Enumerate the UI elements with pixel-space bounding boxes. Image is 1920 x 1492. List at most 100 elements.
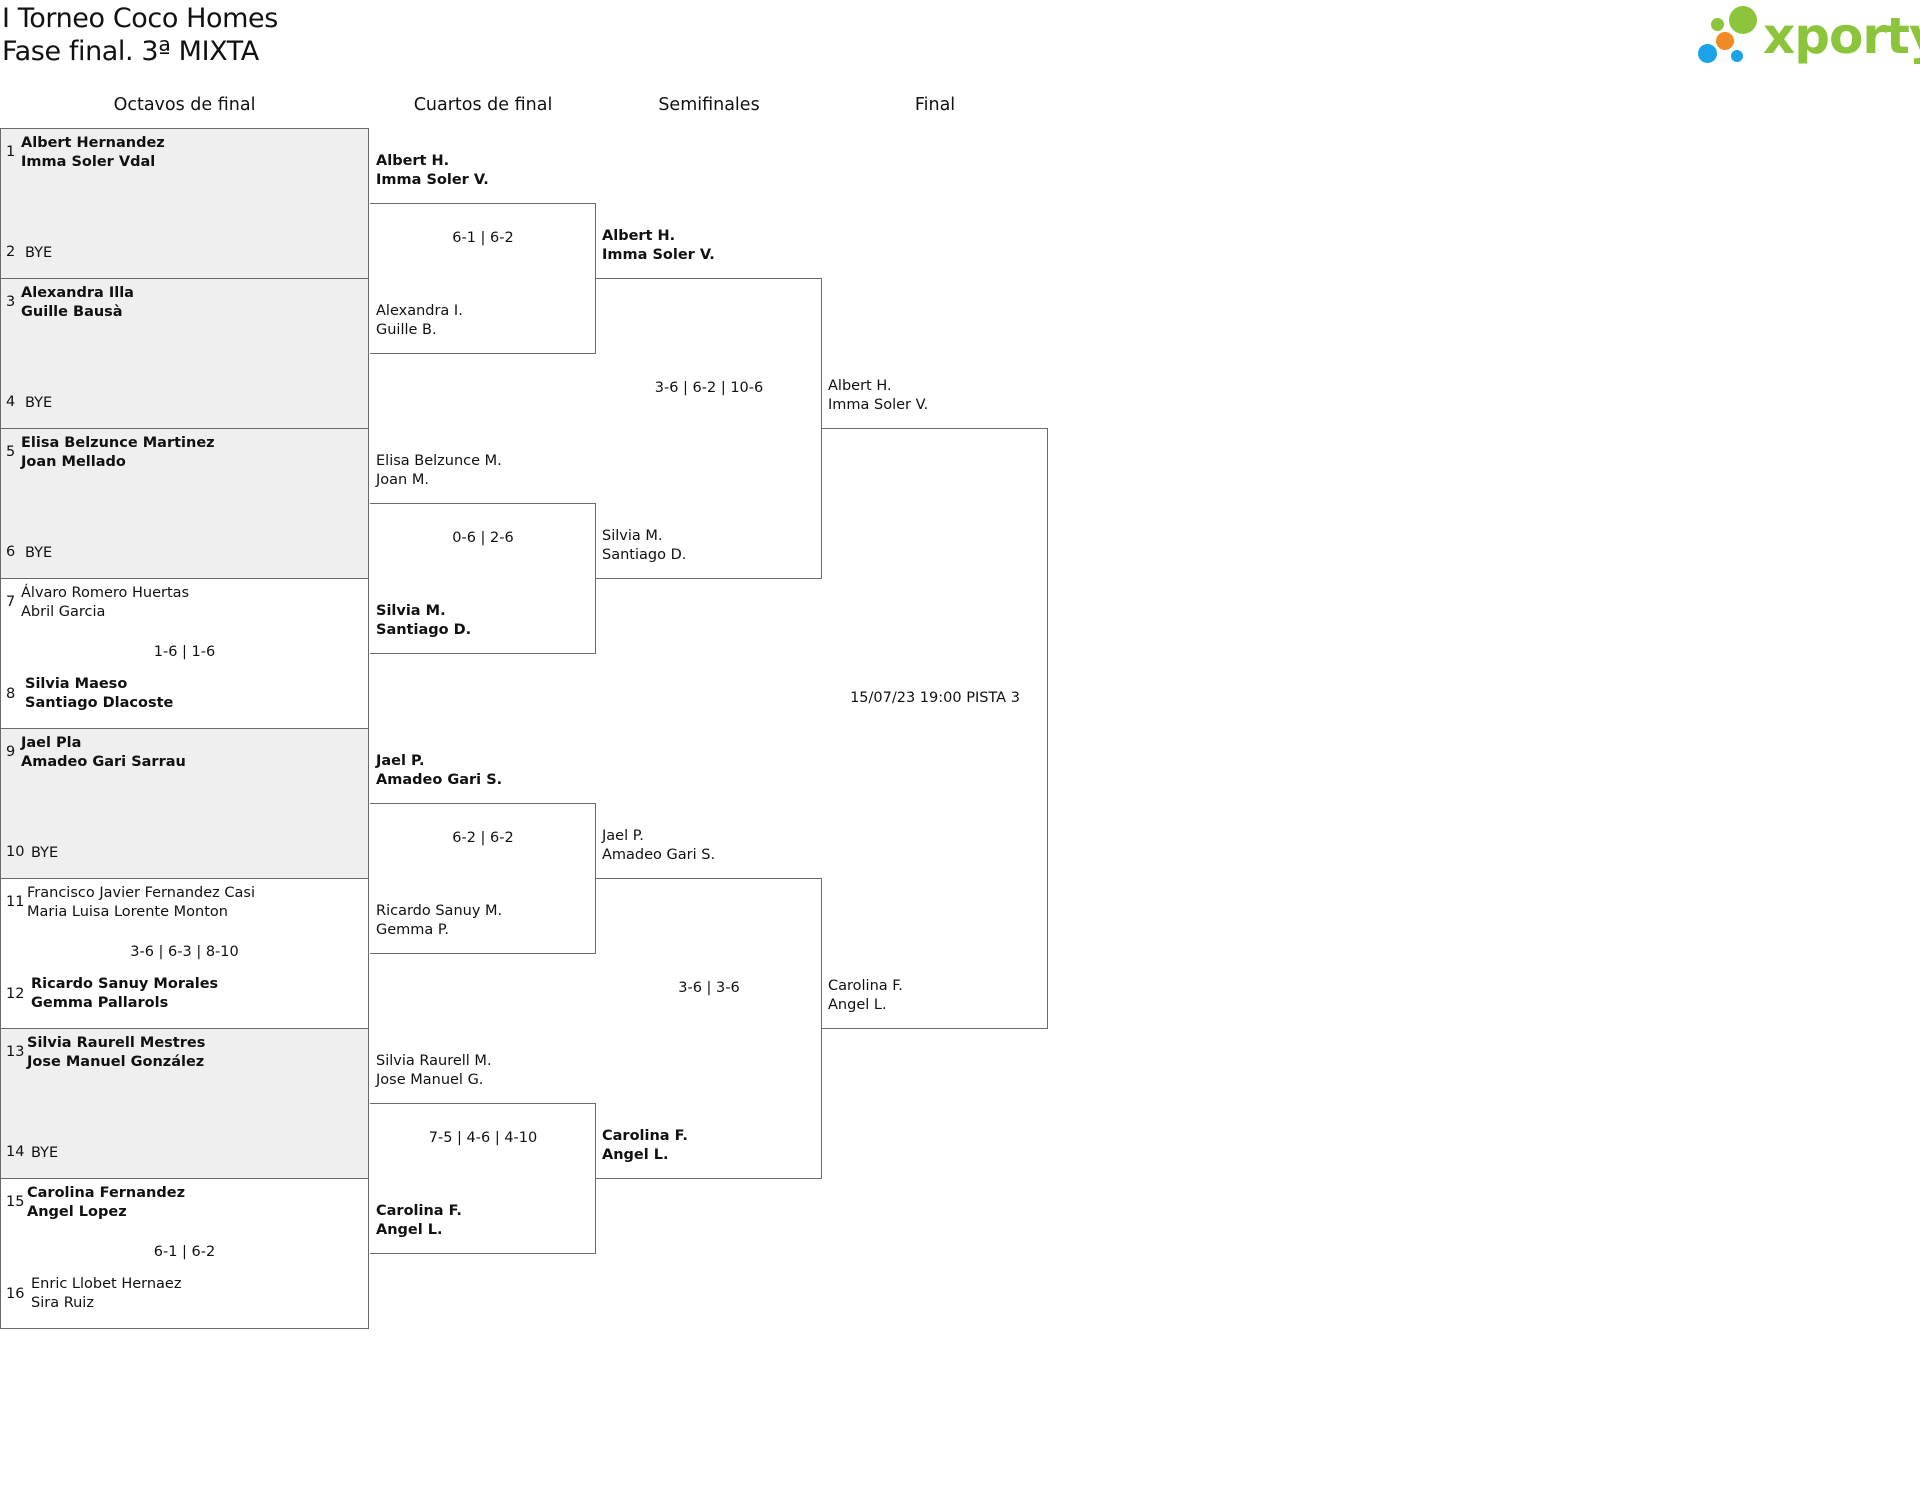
player-name: Jael Pla (21, 735, 82, 751)
player-name: Albert Hernandez (21, 135, 165, 151)
player-name: Angel L. (376, 1222, 443, 1238)
player-name: Carolina Fernandez (27, 1185, 186, 1201)
sf-score: 3-6 | 3-6 (678, 980, 740, 996)
player-name: Jose Manuel González (27, 1054, 205, 1070)
player-name: Maria Luisa Lorente Monton (27, 904, 228, 920)
logo-dot-green (1729, 6, 1757, 34)
qf-connector (370, 1103, 596, 1254)
seed-number: 6 (6, 544, 16, 560)
r16-match-box (0, 1178, 369, 1329)
player-name: Elisa Belzunce M. (376, 453, 502, 469)
player-name: BYE (25, 245, 53, 261)
qf-team-a: Albert H. Imma Soler V. (376, 152, 489, 190)
xporty-logo: xporty (1694, 4, 1920, 66)
player-name: Abril Garcia (21, 604, 106, 620)
player-name: Angel L. (602, 1147, 669, 1163)
logo-dot-orange (1716, 32, 1734, 50)
r16-team-b: BYE (25, 394, 52, 413)
qf-team-b: Silvia M. Santiago D. (376, 602, 471, 640)
player-name: Silvia Maeso (25, 676, 128, 692)
round-title-qf: Cuartos de final (413, 95, 553, 115)
seed-number: 8 (6, 686, 16, 702)
qf-score: 0-6 | 2-6 (452, 530, 514, 546)
r16-team-b: BYE (31, 1144, 58, 1163)
seed-number: 16 (6, 1286, 25, 1302)
player-name: Imma Soler V. (376, 172, 489, 188)
phase-subtitle: Fase final. 3ª MIXTA (2, 36, 259, 67)
seed-number: 10 (6, 844, 25, 860)
player-name: Imma Soler V. (828, 397, 929, 413)
logo-dot-green-small (1711, 18, 1724, 31)
player-name: Álvaro Romero Huertas (21, 585, 190, 601)
player-name: Angel L. (828, 997, 887, 1013)
player-name: Joan Mellado (21, 454, 126, 470)
player-name: BYE (25, 545, 53, 561)
seed-number: 1 (6, 144, 16, 160)
qf-score: 6-2 | 6-2 (452, 830, 514, 846)
logo-wordmark: xporty (1763, 7, 1920, 65)
r16-score: 6-1 | 6-2 (153, 1244, 216, 1260)
player-name: BYE (25, 395, 53, 411)
seed-number: 11 (6, 894, 25, 910)
player-name: Alexandra I. (376, 303, 463, 319)
sf-team-a: Jael P.Amadeo Gari S. (602, 827, 715, 865)
player-name: Carolina F. (602, 1128, 688, 1144)
player-name: Amadeo Gari S. (376, 772, 503, 788)
player-name: Albert H. (828, 378, 892, 394)
sf-team-b: Carolina F. Angel L. (602, 1127, 688, 1165)
r16-match-box (0, 128, 369, 279)
sf-team-a: Albert H. Imma Soler V. (602, 227, 715, 265)
player-name: Santiago Dlacoste (25, 695, 174, 711)
player-name: Imma Soler V. (602, 247, 715, 263)
player-name: Albert H. (602, 228, 676, 244)
round-title-r16: Octavos de final (113, 95, 256, 115)
player-name: Silvia M. (376, 603, 446, 619)
player-name: Angel Lopez (27, 1204, 127, 1220)
player-name: Carolina F. (376, 1203, 462, 1219)
seed-number: 12 (6, 986, 25, 1002)
player-name: Enric Llobet Hernaez (31, 1276, 182, 1292)
r16-match-box (0, 428, 369, 579)
title-block: I Torneo Coco Homes Fase final. 3ª MIXTA (2, 2, 278, 68)
player-name: BYE (31, 1145, 59, 1161)
qf-score: 7-5 | 4-6 | 4-10 (428, 1130, 538, 1146)
round-title-sf: Semifinales (658, 95, 760, 115)
seed-number: 3 (6, 294, 16, 310)
player-name: Albert H. (376, 153, 450, 169)
qf-connector (370, 503, 596, 654)
qf-team-b: Carolina F. Angel L. (376, 1202, 462, 1240)
player-name: Amadeo Gari Sarrau (21, 754, 186, 770)
qf-team-a: Elisa Belzunce M.Joan M. (376, 452, 502, 490)
sf-connector (596, 878, 822, 1179)
r16-match-box (0, 728, 369, 879)
player-name: Alexandra Illa (21, 285, 134, 301)
player-name: Carolina F. (828, 978, 903, 994)
player-name: Silvia Raurell Mestres (27, 1035, 206, 1051)
player-name: BYE (31, 845, 59, 861)
player-name: Santiago D. (376, 622, 472, 638)
player-name: Ricardo Sanuy Morales (31, 976, 219, 992)
seed-number: 14 (6, 1144, 25, 1160)
player-name: Gemma P. (376, 922, 449, 938)
final-team-b: Carolina F. Angel L. (828, 977, 903, 1015)
player-name: Guille B. (376, 322, 437, 338)
qf-team-b: Ricardo Sanuy M.Gemma P. (376, 902, 502, 940)
player-name: Jose Manuel G. (376, 1072, 484, 1088)
final-team-a: Albert H. Imma Soler V. (828, 377, 928, 415)
player-name: Guille Bausà (21, 304, 123, 320)
r16-score: 3-6 | 6-3 | 8-10 (130, 944, 239, 960)
final-connector (822, 428, 1048, 1029)
qf-team-b: Alexandra I. Guille B. (376, 302, 463, 340)
qf-connector (370, 203, 596, 354)
player-name: Jael P. (602, 828, 644, 844)
seed-number: 13 (6, 1044, 25, 1060)
